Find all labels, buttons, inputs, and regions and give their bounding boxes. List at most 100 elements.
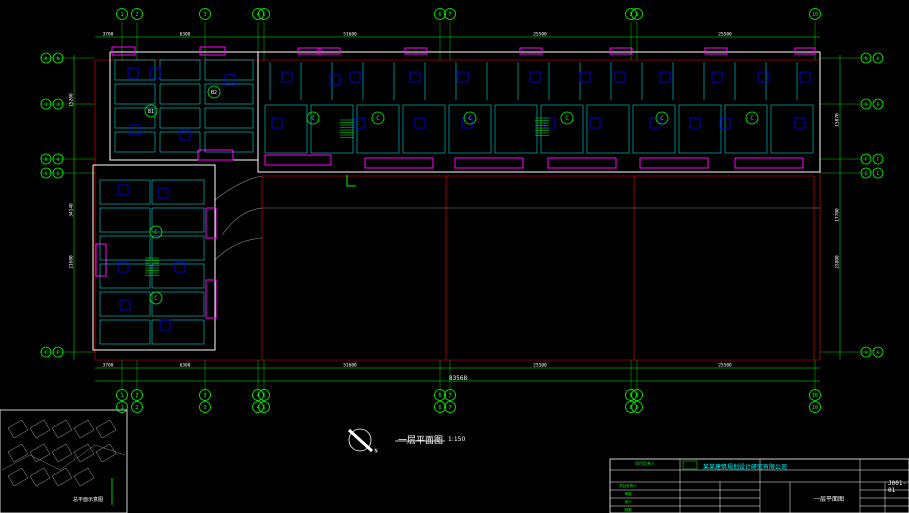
title-block-company: 某某建筑规划设计研究有限公司 (703, 464, 788, 471)
room-outline (204, 59, 254, 81)
title-block-row-label: 设计 (625, 499, 633, 504)
balcony-outline (547, 157, 617, 169)
axis-bubble-bottom2 (809, 401, 821, 413)
axis-bubble-bottom2-label: 4 (256, 405, 259, 411)
axis-bubble-top-label: 4 (256, 12, 259, 18)
axis-bubble-bottom (116, 389, 128, 401)
axis-bubble-top-label: 2 (135, 12, 138, 18)
site-building-outline (29, 443, 51, 463)
fixture-outline (689, 117, 701, 129)
axis-bubble-left-label: J (57, 102, 60, 108)
fixture-outline (719, 117, 731, 129)
title-block-cell: 项目负责人 (635, 460, 655, 466)
axis-bubble-left (52, 98, 64, 110)
site-plan-inset (0, 409, 128, 513)
balcony-outline (205, 279, 217, 319)
axis-bubble-left (40, 167, 52, 179)
title-block-drawing-no: J001-01 (888, 480, 907, 494)
title-block-row-label: 制图 (625, 507, 633, 512)
axis-bubble-top (625, 8, 637, 20)
site-building-outline (95, 419, 117, 439)
title-block: 项目负责人项目负责人审核设计制图校对 (609, 458, 909, 513)
site-building-outline (51, 467, 73, 487)
fixture-outline (649, 117, 661, 129)
axis-bubble-top (444, 8, 456, 20)
axis-bubble-bottom-label: 2 (135, 393, 138, 399)
axis-bubble-top (116, 8, 128, 20)
balcony-outline (794, 47, 816, 55)
axis-bubble-bottom-label: 9 (635, 393, 638, 399)
fixture-outline (461, 117, 473, 129)
axis-bubble-bottom-label: 1 (120, 393, 123, 399)
axis-bubble-right-label: A (865, 350, 868, 356)
fixture-outline (711, 71, 723, 83)
axis-bubble-right-label: H (877, 102, 880, 108)
axis-bubble-top (631, 8, 643, 20)
balcony-outline (111, 46, 136, 56)
drawing-title: 一层平面图 (398, 436, 444, 446)
axis-bubble-top (131, 8, 143, 20)
axis-bubble-bottom2-label: 8 (629, 405, 632, 411)
axis-bubble-left (40, 153, 52, 165)
axis-bubble-top-label: 3 (203, 12, 206, 18)
drawing-scale: 1:150 (448, 436, 466, 443)
road-curve (214, 175, 820, 261)
dimension-side-text: 34140 (69, 203, 75, 217)
room-outline (770, 104, 814, 154)
section-marker (346, 175, 356, 187)
axis-bubble-right-label: E (865, 171, 868, 177)
axis-bubble-top (258, 8, 270, 20)
balcony-outline (364, 157, 434, 169)
axis-bubble-left-label: K (57, 56, 60, 62)
axis-bubble-right-label: K (865, 56, 868, 62)
fixture-outline (117, 261, 129, 273)
room-outline (448, 104, 492, 154)
axis-bubble-right-label: F (865, 157, 868, 163)
dimension-top-text: 6300 (180, 32, 191, 38)
dimension-bottom-text: 6300 (180, 363, 191, 369)
axis-bubble-bottom (625, 389, 637, 401)
unit-tag-label: C (660, 115, 664, 122)
axis-bubble-left (52, 346, 64, 358)
balcony-outline (704, 47, 728, 55)
room-outline (99, 179, 151, 205)
unit-tag-label: C (154, 295, 158, 302)
room-outline (586, 104, 630, 154)
dimension-side-text: 15200 (69, 93, 75, 107)
fixture-outline (271, 117, 283, 129)
axis-bubble-left-label: K (45, 56, 48, 62)
room-outline (159, 107, 201, 129)
dimension-bottom-text: 25500 (718, 363, 732, 369)
axis-bubble-top (199, 8, 211, 20)
axis-bubble-bottom2 (258, 401, 270, 413)
site-building-outline (51, 443, 73, 463)
site-building-outline (29, 467, 51, 487)
room-tag-label: B1 (148, 109, 154, 115)
axis-bubble-top-label: 5 (262, 12, 265, 18)
unit-tag-circle (149, 225, 163, 239)
balcony-outline (639, 157, 709, 169)
dimension-bottom-text: 51600 (343, 363, 357, 369)
balcony-outline (205, 207, 217, 239)
axis-bubble-left (40, 346, 52, 358)
axis-bubble-right-label: K (877, 56, 880, 62)
axis-bubble-bottom2 (199, 401, 211, 413)
fixture-outline (614, 71, 626, 83)
axis-bubble-left-label: G (45, 171, 48, 177)
balcony-outline (404, 47, 428, 55)
axis-bubble-bottom2 (444, 401, 456, 413)
site-building-outline (29, 419, 51, 439)
axis-gridlines (40, 22, 870, 395)
unit-tag-circle (463, 111, 477, 125)
fixture-outline (659, 71, 671, 83)
north-arrow-needle (347, 428, 374, 453)
axis-bubble-bottom2-label: 7 (448, 405, 451, 411)
fixture-outline (414, 117, 426, 129)
room-outline (99, 263, 151, 289)
axis-bubble-bottom (444, 389, 456, 401)
axis-bubble-bottom2-label: 1 (120, 405, 123, 411)
room-outline (99, 235, 151, 261)
axis-bubble-left-label: F (57, 350, 60, 356)
axis-bubble-right (872, 153, 884, 165)
